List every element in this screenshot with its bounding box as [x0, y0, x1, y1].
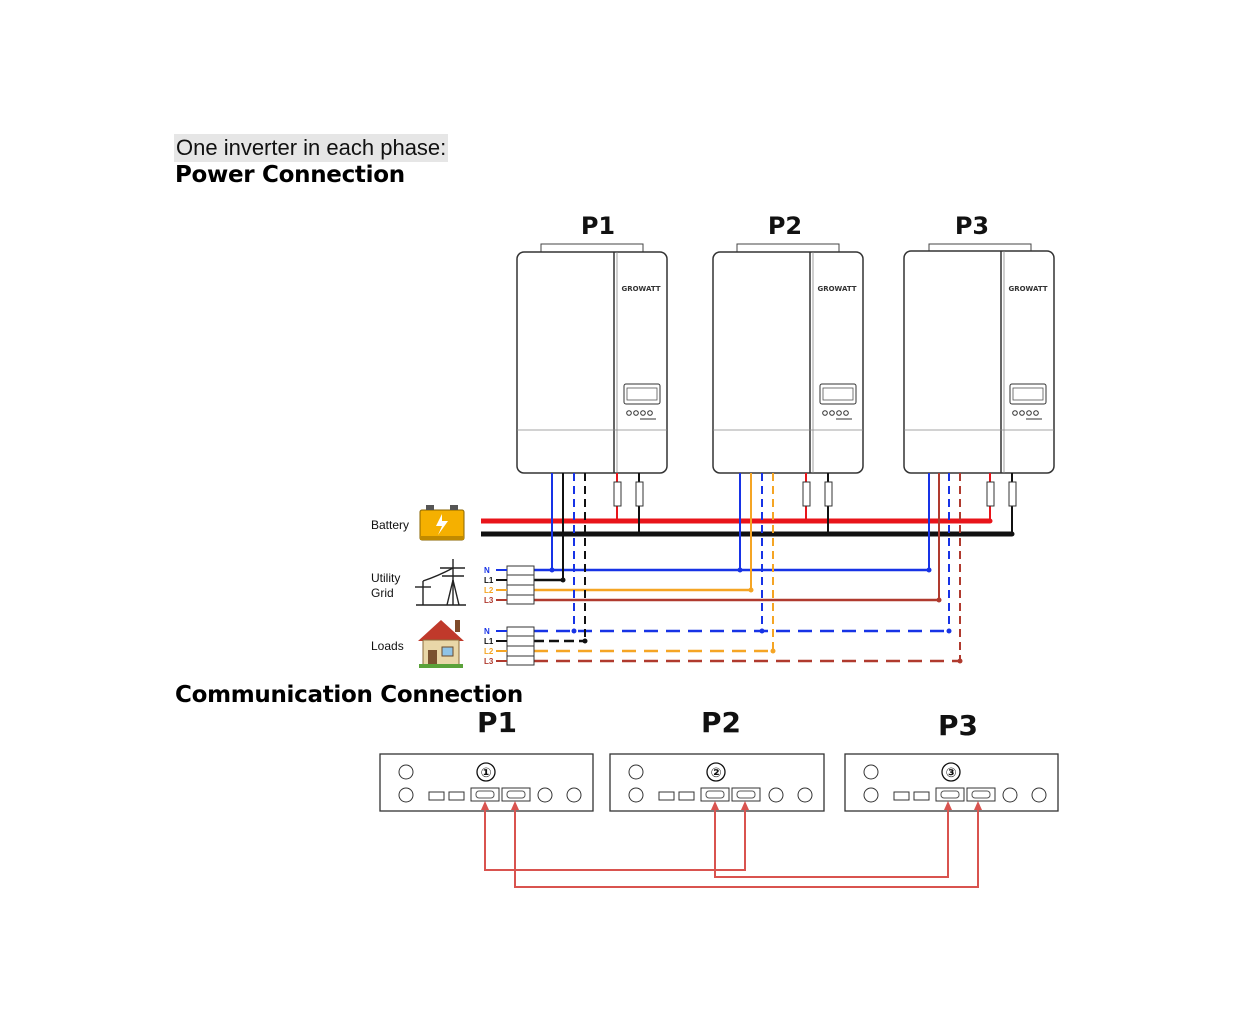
battery-icon — [419, 505, 465, 541]
comm-panel-p1: P1 ① — [379, 706, 594, 812]
brand-logo-p2: GROWATT — [817, 285, 856, 293]
loads-l2-label: L2 — [484, 647, 494, 656]
loads-l1-label: L1 — [484, 637, 494, 646]
inverter-p3: P3 GROWATT — [903, 212, 1055, 474]
comm-number-p3: ③ — [945, 766, 956, 781]
comm-panel-p2: P2 ② — [609, 706, 825, 812]
loads-n-label: N — [484, 627, 490, 636]
comm-label-p2: P2 — [701, 706, 741, 739]
comm-number-p2: ② — [710, 766, 721, 781]
inverter-p1: P1 GROWATT — [516, 212, 668, 474]
brand-logo-p3: GROWATT — [1008, 285, 1047, 293]
house-icon — [418, 620, 464, 668]
comm-label-p1: P1 — [477, 706, 517, 739]
comm-panel-p3: P3 ③ — [844, 709, 1059, 812]
comm-label-p3: P3 — [938, 709, 978, 742]
inverter-label-p3: P3 — [955, 212, 989, 240]
comm-number-p1: ① — [480, 766, 491, 781]
intro-text: One inverter in each phase: — [174, 134, 449, 162]
utility-pole-icon — [415, 559, 466, 606]
communication-connection-heading: Communication Connection — [175, 682, 523, 708]
loads-label: Loads — [371, 639, 404, 653]
comm-cables — [484, 806, 979, 888]
grid-l1-label: L1 — [484, 576, 494, 585]
comm-cable-arrows — [481, 801, 982, 810]
battery-bus — [481, 473, 1017, 537]
utility-label: Utility — [371, 571, 400, 585]
grid-lines — [534, 473, 942, 603]
loads-l3-label: L3 — [484, 657, 494, 666]
grid-terminal-block: N L1 L2 L3 — [484, 565, 535, 605]
battery-label: Battery — [371, 518, 409, 532]
inverter-p2: P2 GROWATT — [712, 212, 864, 474]
inverter-label-p2: P2 — [768, 212, 802, 240]
grid-n-label: N — [484, 566, 490, 575]
power-connection-heading: Power Connection — [175, 162, 405, 188]
loads-terminal-block: N L1 L2 L3 — [484, 626, 535, 666]
grid-l3-label: L3 — [484, 596, 494, 605]
grid-label: Grid — [371, 586, 394, 600]
brand-logo-p1: GROWATT — [621, 285, 660, 293]
load-lines — [534, 473, 963, 664]
grid-l2-label: L2 — [484, 586, 494, 595]
inverter-label-p1: P1 — [581, 212, 615, 240]
